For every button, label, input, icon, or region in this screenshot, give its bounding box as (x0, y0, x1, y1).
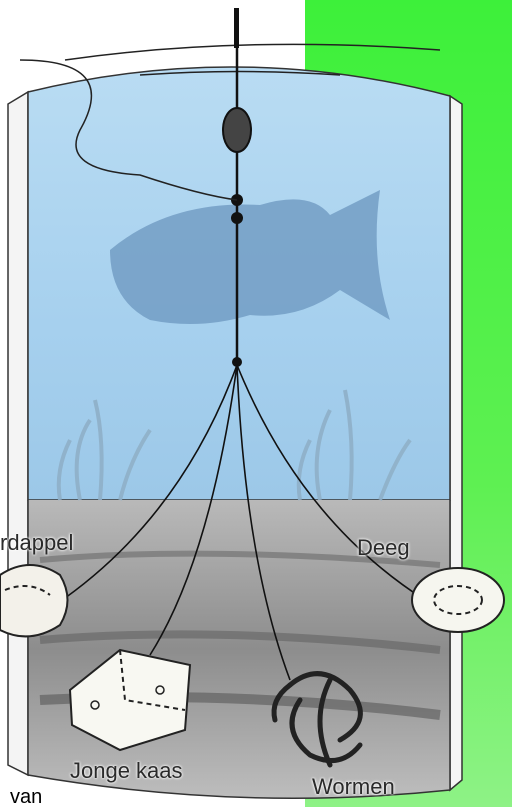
cylinder-right-panel (450, 96, 462, 790)
cylinder-back-panel (8, 92, 28, 775)
weight-2 (231, 212, 243, 224)
bait-label-wormen: Wormen (312, 774, 395, 800)
bait-dough (412, 568, 504, 632)
bait-label-deeg: Deeg (357, 535, 410, 561)
bait-label-jonge-kaas: Jonge kaas (70, 758, 183, 784)
float (223, 108, 251, 152)
bait-potato (0, 565, 68, 636)
bait-label-aardappel: rdappel (0, 530, 73, 556)
caption-fragment: van (10, 786, 42, 809)
water-surface-line (65, 44, 440, 60)
